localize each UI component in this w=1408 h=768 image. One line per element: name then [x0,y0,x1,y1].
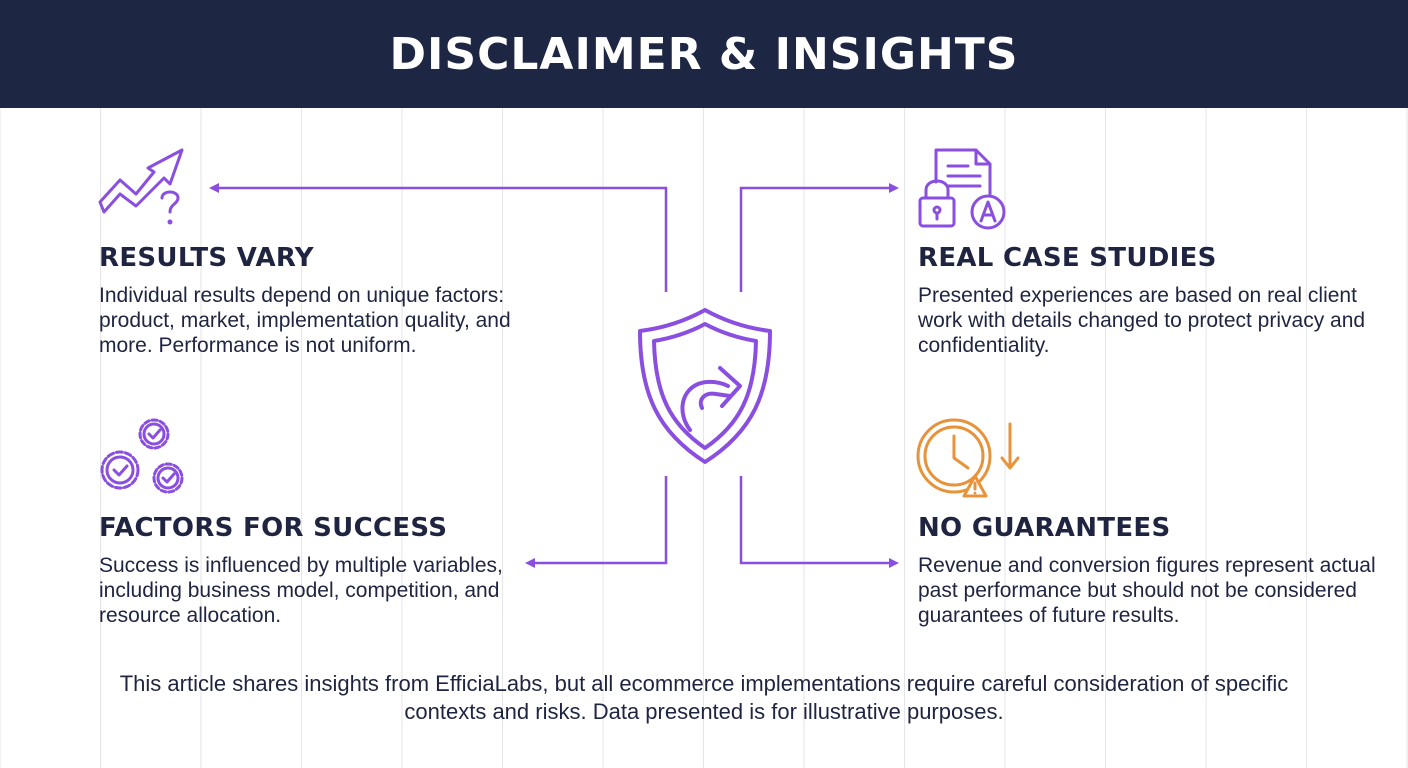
no-guarantees-block: NO GUARANTEES Revenue and conversion fig… [918,513,1378,628]
real-case-studies-title: REAL CASE STUDIES [918,243,1217,273]
results-vary-text: Individual results depend on unique fact… [99,284,511,357]
footer-disclaimer: This article shares insights from Effici… [119,671,1289,724]
real-case-studies-text: Presented experiences are based on real … [918,284,1366,357]
arrow-to-real-case-studies [739,183,899,292]
arrow-to-factors-for-success [525,476,668,568]
results-vary-block: RESULTS VARY Individual results depend o… [99,243,559,358]
background-grid [0,108,1408,768]
document-lock-icon [918,148,1006,230]
trend-up-question-icon [98,148,184,225]
factors-for-success-title: FACTORS FOR SUCCESS [99,513,448,543]
no-guarantees-title: NO GUARANTEES [918,513,1171,543]
clock-warning-icon [916,418,1020,498]
factors-for-success-block: FACTORS FOR SUCCESS Success is influence… [99,513,559,628]
gears-check-icon [100,418,184,494]
arrow-to-no-guarantees [739,476,899,568]
no-guarantees-text: Revenue and conversion figures represent… [918,554,1376,627]
factors-for-success-text: Success is influenced by multiple variab… [99,554,503,627]
header-bar: DISCLAIMER & INSIGHTS [0,0,1408,108]
arrow-to-results-vary [209,183,668,292]
results-vary-title: RESULTS VARY [99,243,314,273]
shield-arrow-icon [638,308,772,464]
real-case-studies-block: REAL CASE STUDIES Presented experiences … [918,243,1378,358]
page-title: DISCLAIMER & INSIGHTS [389,28,1019,80]
